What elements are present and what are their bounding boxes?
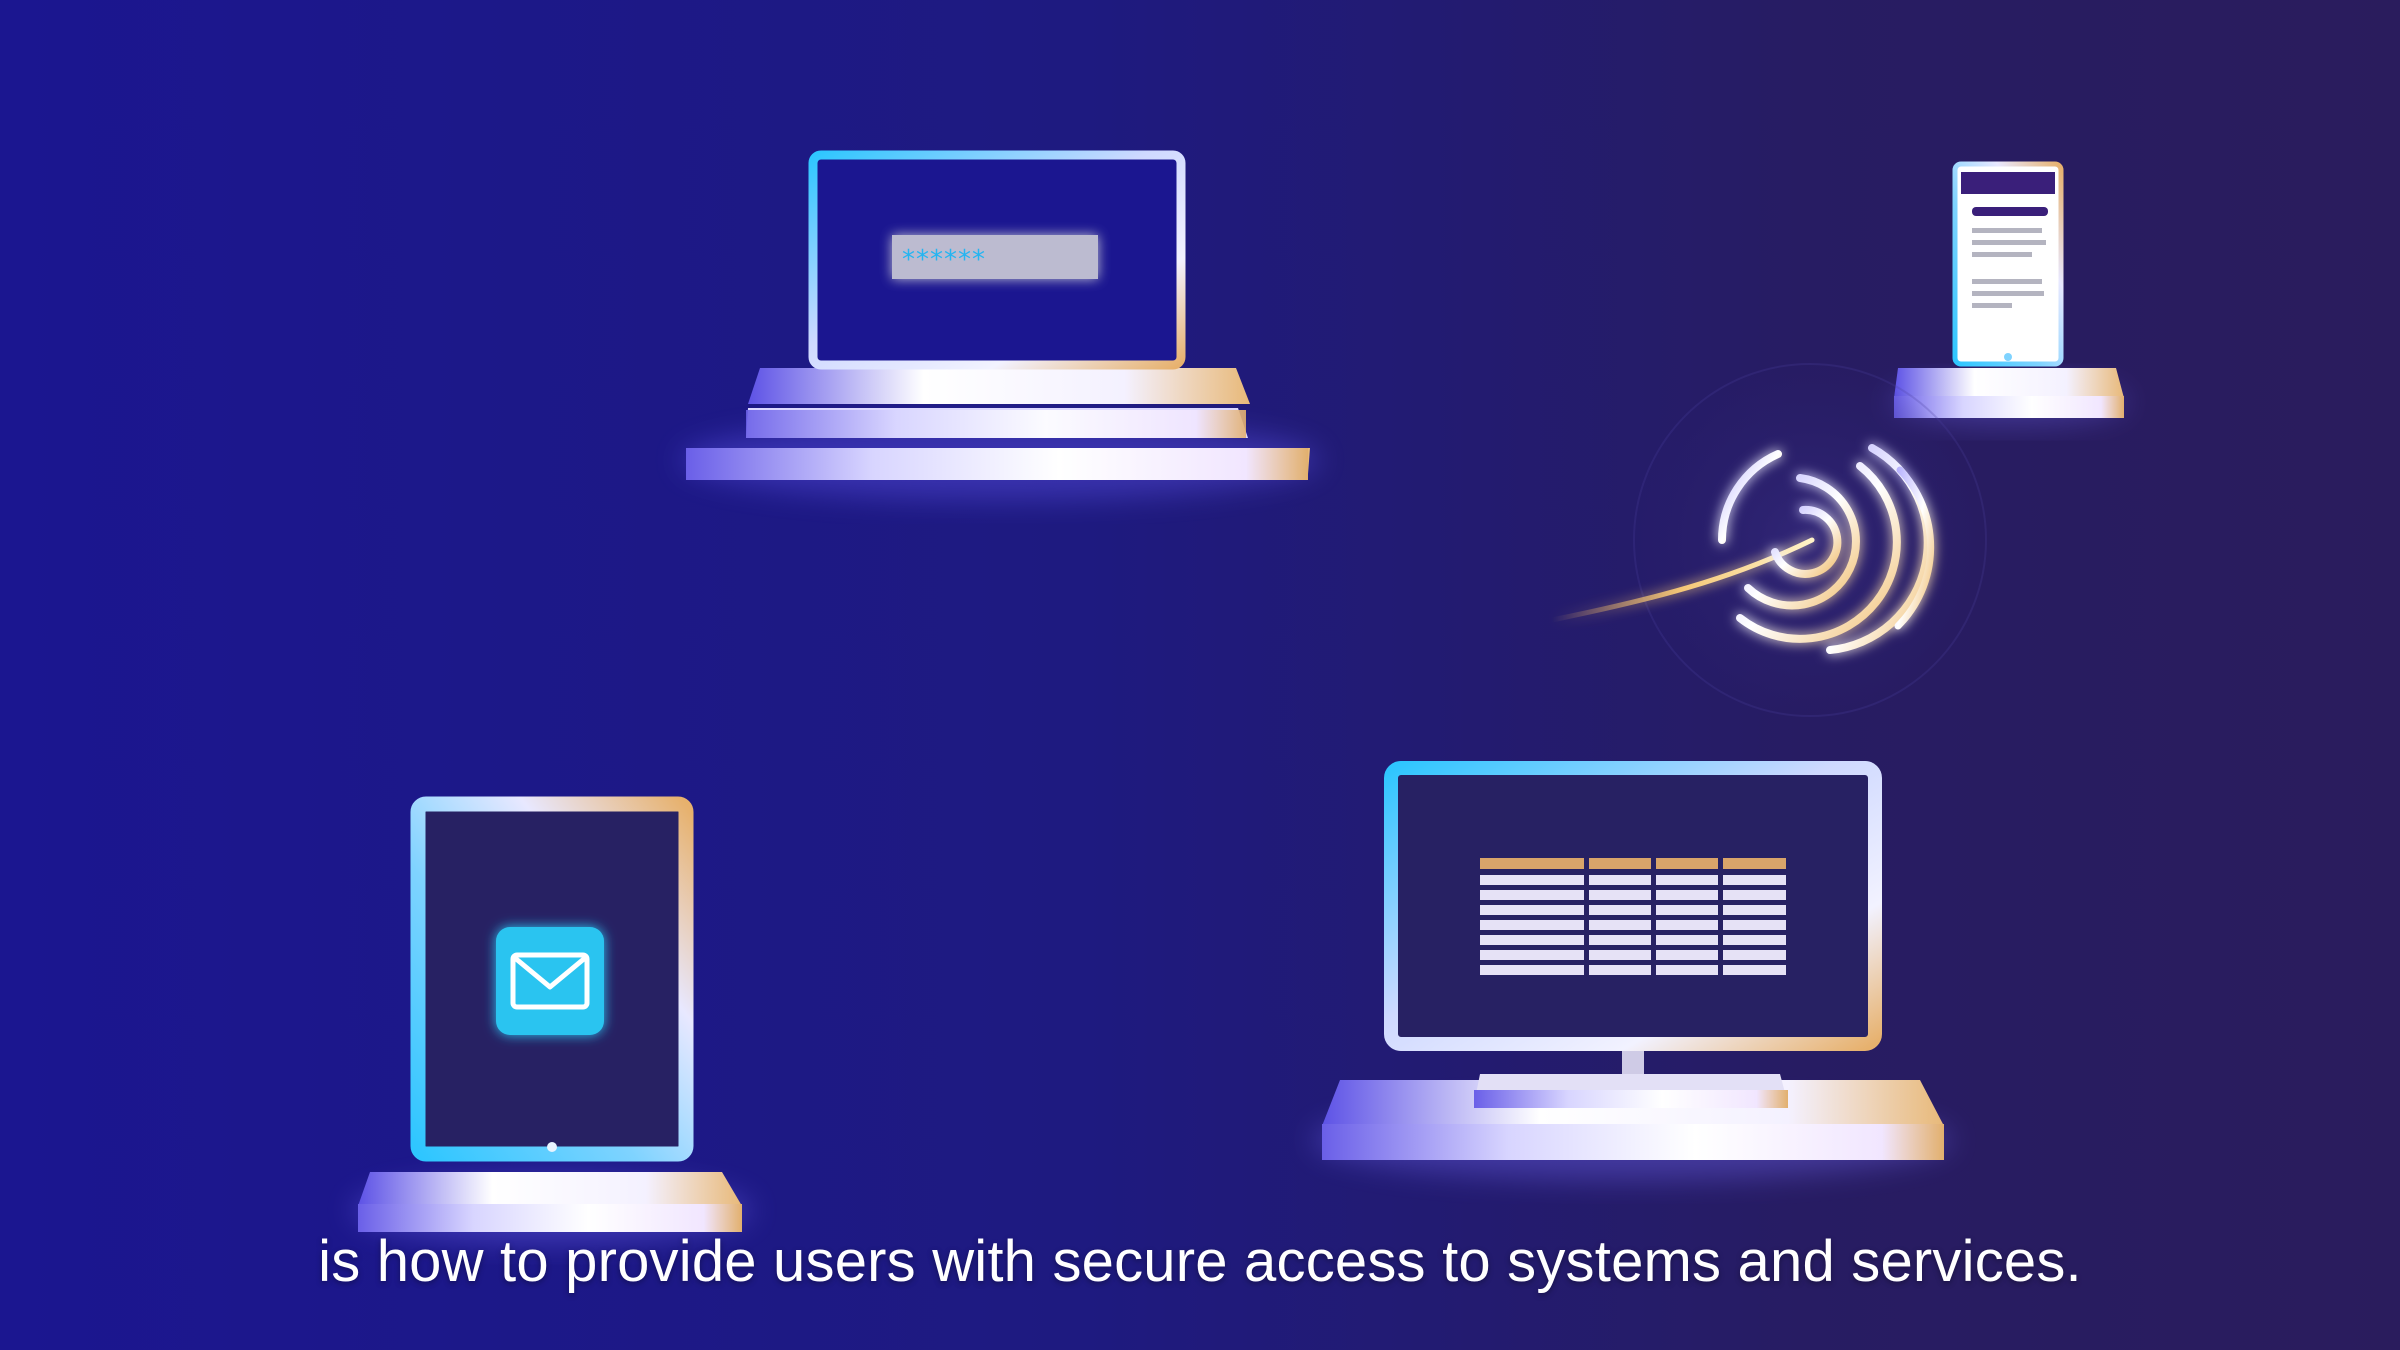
data-table-graphic [1480,858,1786,976]
phone-header-bar [1961,172,2055,194]
phone-device [1888,161,2128,426]
mail-app-tile [496,927,604,1035]
motion-streak [1549,537,1815,623]
password-field: ****** [892,235,1098,279]
password-mask: ****** [902,245,986,275]
biometric-fingerprint-icon [1549,362,1988,718]
tablet-device [352,796,752,1244]
desktop-monitor-icon [1312,761,1952,1180]
laptop-device: ****** [680,150,1320,500]
desktop-device [1312,761,1952,1180]
smartphone-icon [1888,161,2128,426]
subtitle-caption: is how to provide users with secure acce… [318,1229,2082,1294]
fingerprint-graphic [1549,362,1988,718]
laptop-platform [680,368,1320,500]
envelope-icon [510,952,590,1010]
tablet-icon [352,796,752,1244]
laptop-icon: ****** [680,150,1320,500]
